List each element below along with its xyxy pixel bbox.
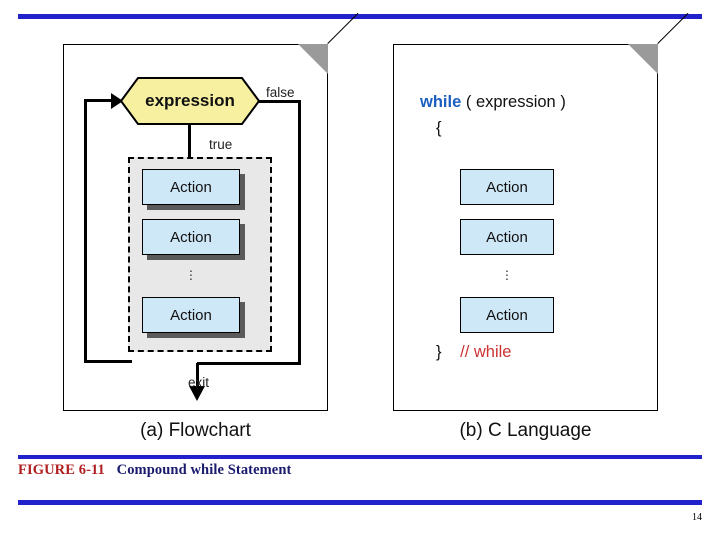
true-branch-line	[188, 124, 191, 158]
code-header-rest: ( expression )	[465, 93, 566, 111]
code-action-box-2: Action	[460, 219, 554, 255]
action-box-3: Action	[142, 297, 240, 333]
false-branch-line-h	[259, 100, 301, 103]
action-box-2: Action	[142, 219, 240, 255]
flowchart-panel: expression false true Action Action ... …	[63, 12, 359, 441]
decision-hexagon: expression	[120, 77, 260, 125]
loopback-vertical-line	[84, 101, 87, 363]
flowchart-panel-label: (a) Flowchart	[140, 420, 251, 441]
keyword-while: while	[420, 93, 462, 111]
figure-number: FIGURE 6-11	[18, 462, 105, 478]
page-fold-corner-icon-b	[628, 44, 658, 74]
true-branch-label: true	[209, 137, 233, 152]
code-header: while ( expression )	[420, 93, 566, 112]
code-comment: // while	[460, 343, 512, 361]
code-close-line: } // while	[436, 343, 511, 362]
page-number: 14	[692, 512, 702, 523]
code-action-box-3: Action	[460, 297, 554, 333]
figure-caption-text: Compound while Statement	[116, 462, 292, 478]
entry-arrow-line	[84, 99, 114, 102]
entry-arrowhead-icon	[111, 93, 123, 109]
page-fold-corner-icon	[298, 44, 328, 74]
figure-caption: FIGURE 6-11 Compound while Statement	[18, 462, 291, 479]
action-ellipsis-b: ...	[505, 259, 509, 283]
decision-label: expression	[145, 91, 235, 110]
code-panel: while ( expression ) { Action Action ...…	[393, 12, 689, 441]
code-open-brace: {	[436, 119, 442, 137]
false-branch-line-bottom	[197, 362, 301, 365]
code-action-box-1: Action	[460, 169, 554, 205]
exit-line	[196, 363, 199, 390]
exit-label: exit	[188, 375, 210, 390]
code-close-brace: }	[436, 343, 442, 361]
loopback-bottom-line	[84, 360, 132, 363]
action-ellipsis-a: ...	[189, 259, 193, 283]
exit-arrowhead-icon	[189, 386, 205, 401]
false-branch-label: false	[266, 85, 295, 100]
false-branch-line-v	[298, 100, 301, 365]
bottom-rule	[18, 500, 702, 505]
action-box-1: Action	[142, 169, 240, 205]
middle-rule	[18, 455, 702, 459]
top-rule	[18, 14, 702, 19]
code-panel-label: (b) C Language	[459, 420, 592, 441]
